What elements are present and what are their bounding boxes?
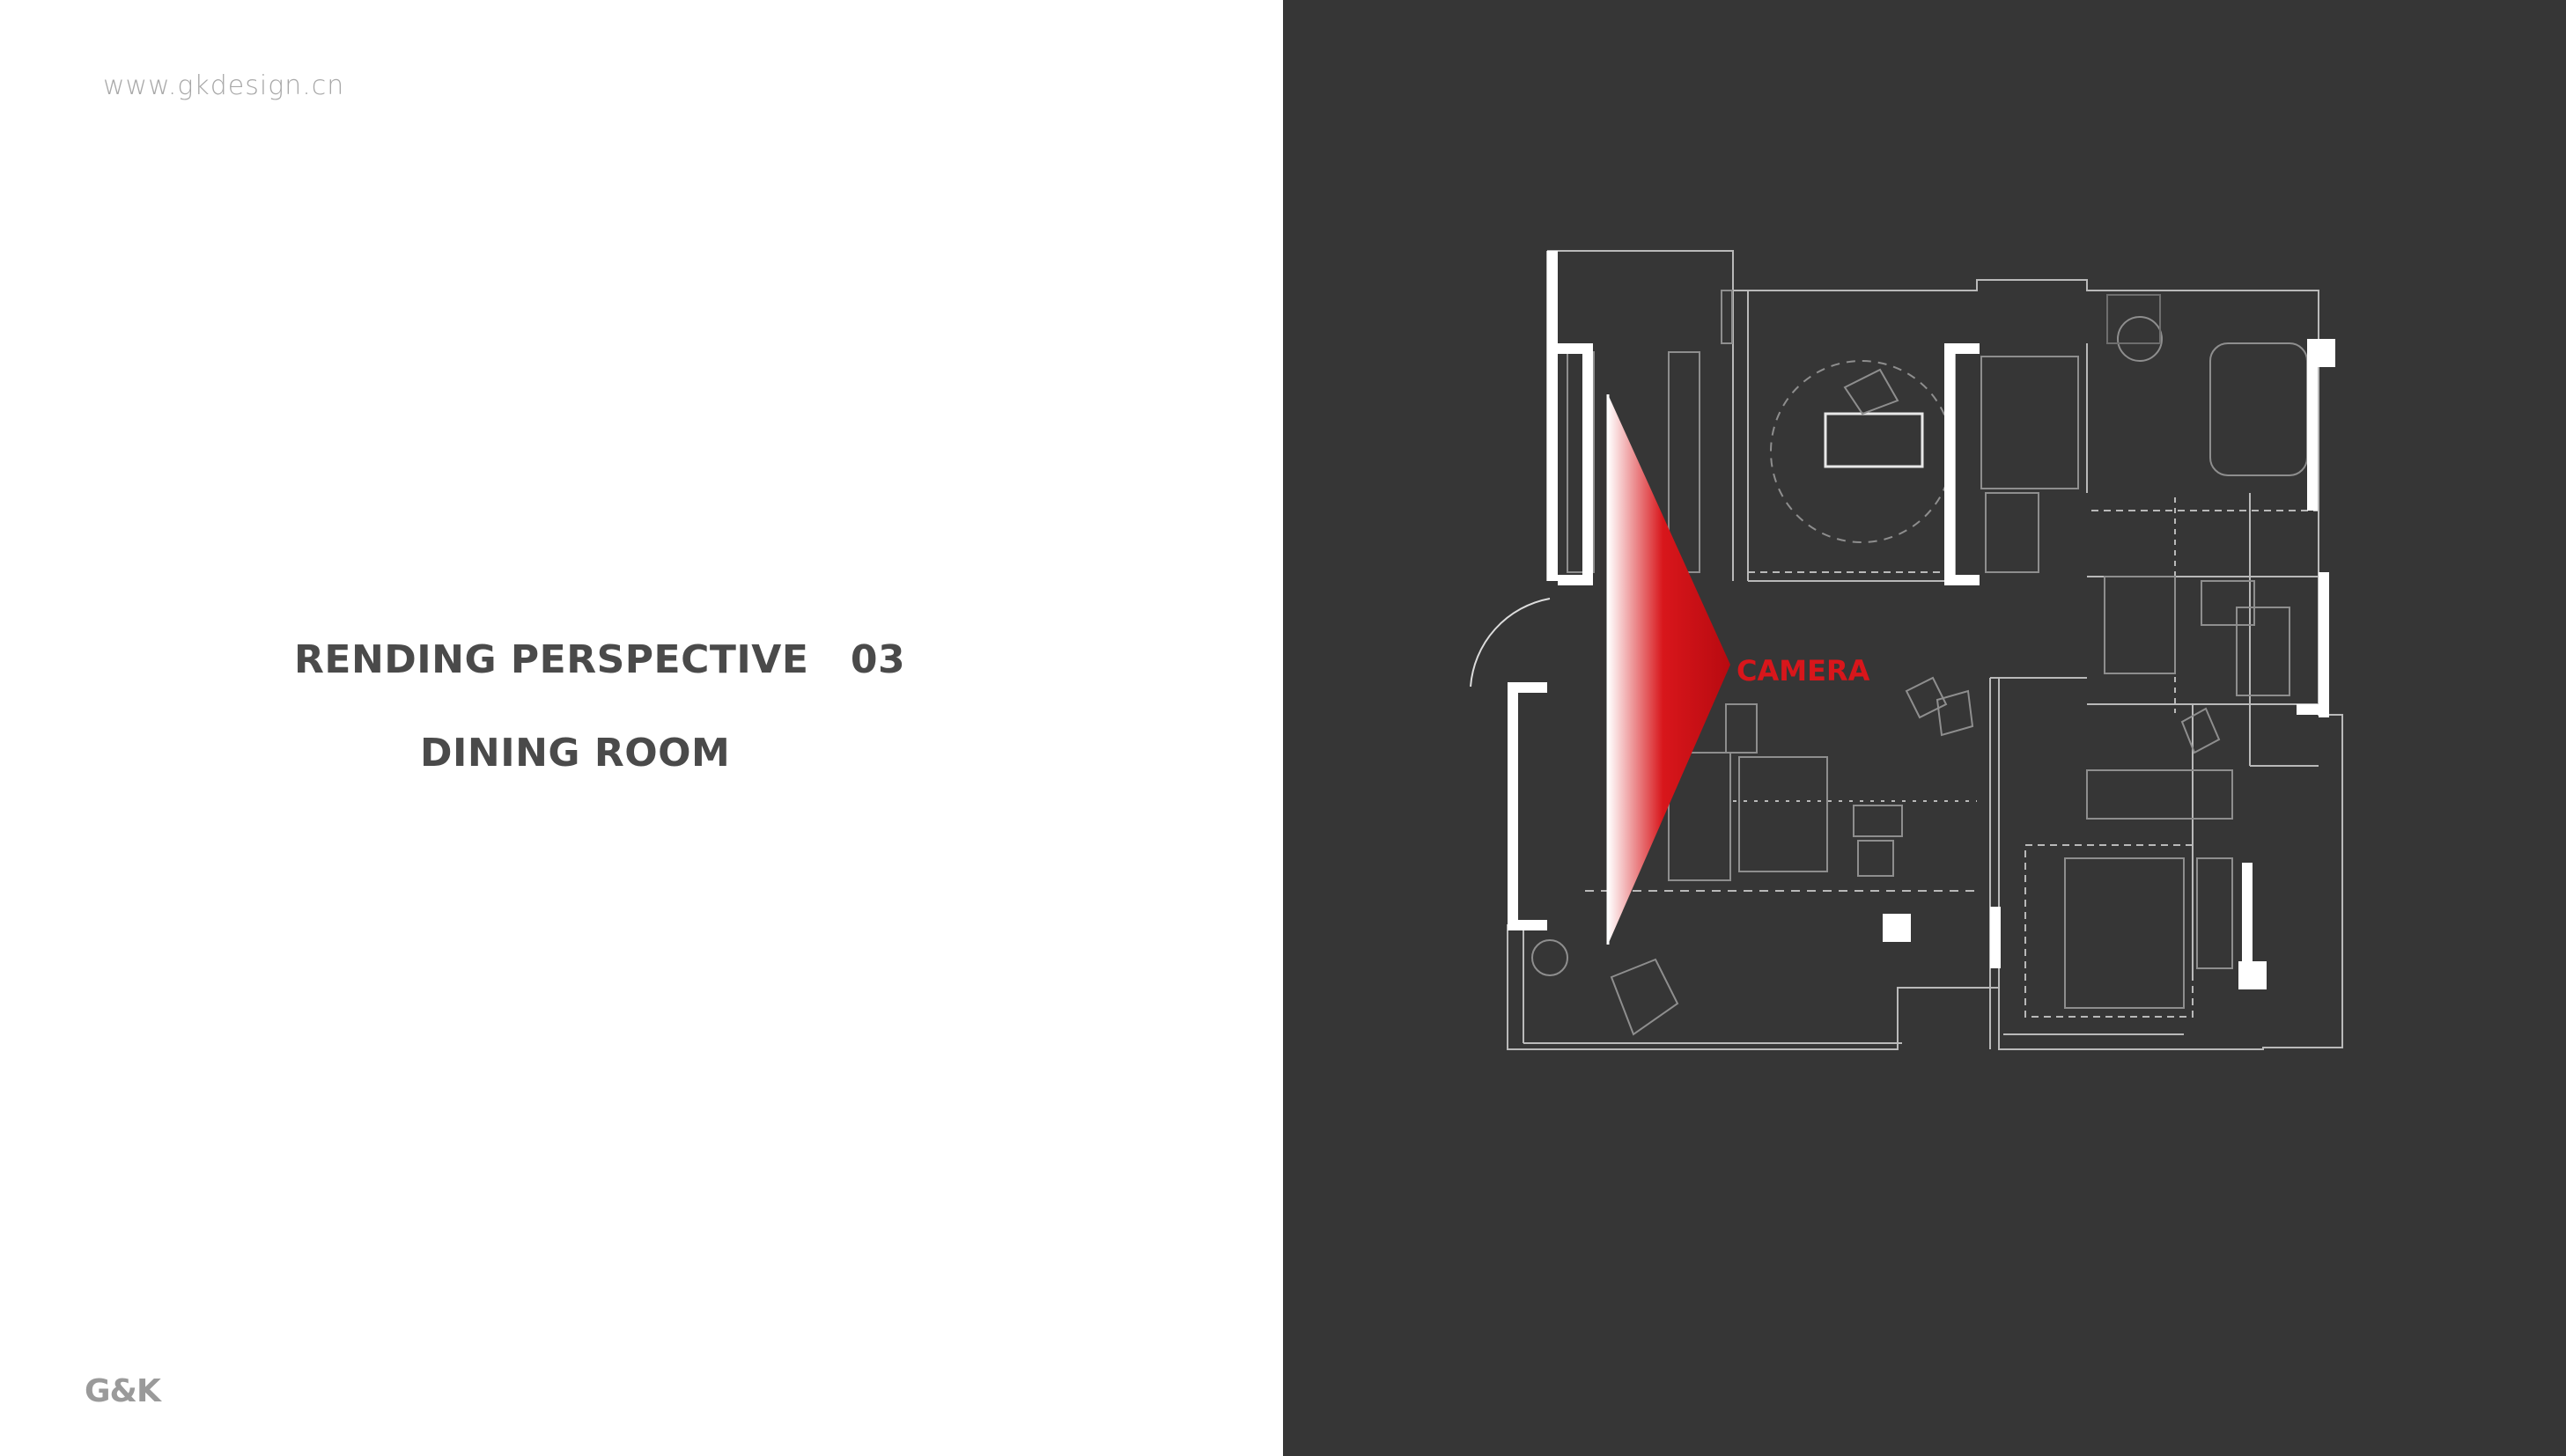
camera-cone bbox=[1606, 394, 1730, 945]
brand-logo: G&K bbox=[85, 1373, 161, 1409]
plan-walls bbox=[1508, 251, 2335, 989]
right-panel bbox=[1283, 0, 2566, 1456]
page-title: RENDING PERSPECTIVE 03 bbox=[294, 637, 906, 682]
camera-label: CAMERA bbox=[1736, 654, 1870, 688]
room-subtitle: DINING ROOM bbox=[420, 731, 731, 776]
website-url[interactable]: www.gkdesign.cn bbox=[103, 70, 345, 101]
left-panel bbox=[0, 0, 1283, 1456]
floor-plan: CAMERA bbox=[1470, 250, 2343, 1050]
